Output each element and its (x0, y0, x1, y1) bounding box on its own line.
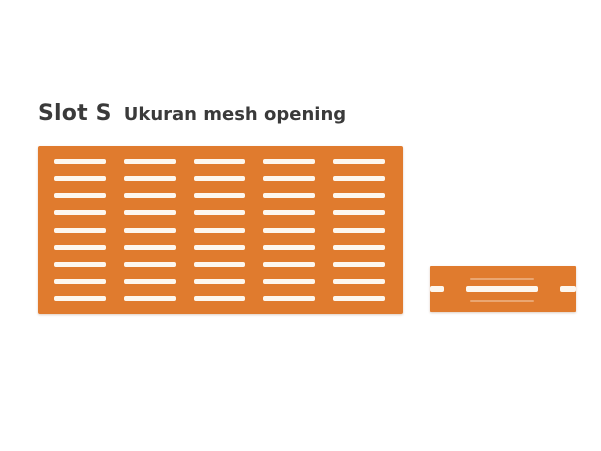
mesh-slot (123, 295, 176, 301)
mesh-slot (123, 210, 176, 216)
mesh-slot (193, 295, 246, 301)
mesh-slot (263, 227, 316, 233)
mesh-slot (123, 193, 176, 199)
mesh-slot (193, 261, 246, 267)
mesh-ridge (470, 278, 534, 280)
mesh-slot (333, 278, 385, 284)
mesh-slot (263, 295, 316, 301)
mesh-slot (193, 176, 246, 182)
mesh-slot (333, 193, 385, 199)
mesh-slot (54, 210, 106, 216)
mesh-slot (333, 295, 385, 301)
mesh-slot (333, 210, 385, 216)
mesh-slot (333, 159, 385, 165)
mesh-slot (54, 176, 106, 182)
mesh-panel-detail (430, 266, 576, 312)
mesh-slot (54, 278, 106, 284)
mesh-slot (333, 227, 385, 233)
mesh-slot (263, 193, 316, 199)
mesh-slot (263, 278, 316, 284)
mesh-ridge (470, 300, 534, 302)
mesh-slot (263, 244, 316, 250)
mesh-slot (263, 176, 316, 182)
title-row: Slot S Ukuran mesh opening (38, 101, 346, 126)
mesh-slot (54, 244, 106, 250)
page-subtitle: Ukuran mesh opening (123, 104, 347, 125)
mesh-slot (333, 244, 385, 250)
mesh-slot (54, 227, 106, 233)
mesh-panel-large (38, 146, 403, 314)
mesh-slot (54, 193, 106, 199)
mesh-slot (123, 227, 176, 233)
mesh-slot-detail (430, 286, 444, 292)
mesh-slot (193, 244, 246, 250)
mesh-slot (193, 193, 246, 199)
mesh-slot (333, 261, 385, 267)
mesh-slot (123, 176, 176, 182)
mesh-slot (54, 159, 106, 165)
page-title: Slot S (38, 101, 112, 126)
mesh-slot (193, 278, 246, 284)
mesh-slot-detail (466, 286, 538, 292)
mesh-slot (123, 261, 176, 267)
mesh-slot-detail (560, 286, 576, 292)
mesh-slot (263, 159, 316, 165)
mesh-slot (263, 261, 316, 267)
mesh-slot (193, 159, 246, 165)
mesh-slot (193, 210, 246, 216)
mesh-slot (193, 227, 246, 233)
mesh-slot (54, 295, 106, 301)
mesh-slot (333, 176, 385, 182)
mesh-slot (123, 159, 176, 165)
mesh-slot (123, 244, 176, 250)
mesh-slot (123, 278, 176, 284)
mesh-slot (54, 261, 106, 267)
mesh-slot (263, 210, 316, 216)
